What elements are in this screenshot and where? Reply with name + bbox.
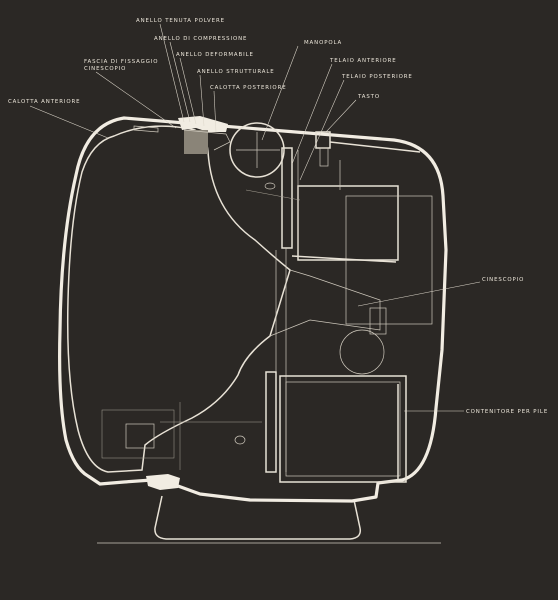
leader-deformabile <box>179 57 197 125</box>
leader-tenuta-polvere <box>159 23 185 123</box>
front-frame-lower <box>265 371 277 473</box>
fascia-block <box>184 130 208 154</box>
detail-line-3 <box>245 189 301 201</box>
label-cinescopio: CINESCOPIO <box>482 277 524 283</box>
leader-fascia <box>95 71 177 129</box>
rear-frame-inner <box>345 195 433 325</box>
label-contenitore-pile: CONTENITORE PER PILE <box>466 409 548 415</box>
label-manopola: MANOPOLA <box>304 40 342 46</box>
leader-manopola <box>261 45 299 141</box>
label-calotta-posteriore: CALOTTA POSTERIORE <box>210 85 287 91</box>
small-part-3 <box>125 423 155 449</box>
rear-frame-bar <box>291 255 397 263</box>
label-fascia-fissaggio-1: FASCIA DI FISSAGGIO <box>84 59 158 65</box>
small-part-1 <box>264 182 276 190</box>
outer-shell <box>58 116 448 503</box>
label-telaio-anteriore: TELAIO ANTERIORE <box>329 58 397 64</box>
crt-neck <box>269 269 381 337</box>
small-part-2 <box>234 435 246 445</box>
support-stand <box>154 495 362 540</box>
label-fascia-fissaggio-2: CINESCOPIO <box>84 66 126 72</box>
label-anello-deformabile: ANELLO DEFORMABILE <box>176 52 254 58</box>
leader-telaio-posteriore <box>299 79 345 181</box>
front-frame-upper <box>281 147 293 249</box>
crt-tube <box>66 125 291 473</box>
front-ring-block <box>178 116 228 132</box>
front-ring-inner <box>183 129 231 151</box>
rear-frame-box <box>297 185 399 261</box>
front-ring-detail <box>133 125 159 133</box>
button-stem <box>319 147 329 167</box>
battery-container-inner <box>285 381 401 477</box>
crt-neck-end <box>369 307 387 335</box>
knob-circle <box>229 122 285 178</box>
label-anello-strutturale: ANELLO STRUTTURALE <box>197 69 275 75</box>
leader-calotta-anteriore <box>29 105 109 139</box>
leader-calotta-posteriore <box>213 90 217 133</box>
label-calotta-anteriore: CALOTTA ANTERIORE <box>8 99 80 105</box>
round-component <box>339 329 385 375</box>
label-anello-tenuta-polvere: ANELLO TENUTA POLVERE <box>136 18 225 24</box>
small-part-4 <box>101 409 175 459</box>
button-bar <box>329 141 421 153</box>
rear-ring-block <box>146 474 180 490</box>
battery-container-outer <box>279 375 407 483</box>
leader-strutturale <box>199 74 205 127</box>
leader-compressione <box>169 41 191 123</box>
leader-telaio-anteriore <box>291 63 333 165</box>
leader-cinescopio <box>357 281 481 307</box>
label-telaio-posteriore: TELAIO POSTERIORE <box>341 74 413 80</box>
leader-tasto <box>325 99 357 133</box>
label-anello-compressione: ANELLO DI COMPRESSIONE <box>154 36 247 42</box>
label-tasto: TASTO <box>357 94 380 100</box>
